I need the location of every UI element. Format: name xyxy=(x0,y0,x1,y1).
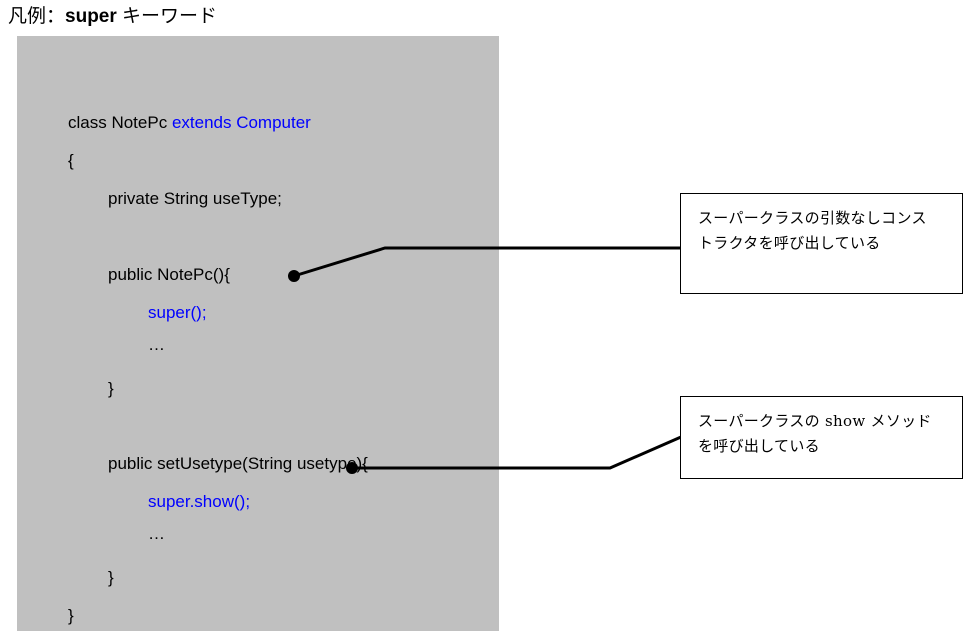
code-token-class-decl: class NotePc xyxy=(68,113,172,132)
title-keyword: super xyxy=(65,6,117,27)
callout-2-line-2: を呼び出している xyxy=(698,437,820,455)
code-line-method-ellipsis: … xyxy=(148,524,165,543)
title-prefix: 凡例： xyxy=(8,6,66,27)
code-line-method-decl: public setUsetype(String usetype){ xyxy=(108,454,368,473)
code-line-super-call: super(); xyxy=(148,303,207,322)
code-line-ctor-close: } xyxy=(108,379,114,398)
code-token-extends-computer: extends Computer xyxy=(171,113,311,132)
callout-super-constructor-text: スーパークラスの引数なしコンス トラクタを呼び出している xyxy=(698,206,954,256)
callout-super-constructor: スーパークラスの引数なしコンス トラクタを呼び出している xyxy=(680,193,963,294)
code-line-class-close: } xyxy=(68,606,74,625)
code-line-field-usetype: private String useType; xyxy=(108,189,282,208)
code-line-ctor-decl: public NotePc(){ xyxy=(108,265,230,284)
callout-super-show: スーパークラスの show メソッド を呼び出している xyxy=(680,396,963,479)
callout-2-line-1: スーパークラスの show メソッド xyxy=(698,409,954,434)
page-title: 凡例：super キーワード xyxy=(8,3,217,31)
callout-1-line-1: スーパークラスの引数なしコンス xyxy=(698,209,927,227)
code-line-super-show-call: super.show(); xyxy=(148,492,251,511)
code-panel: class NotePc extends Computer { private … xyxy=(17,36,499,631)
callout-super-show-text: スーパークラスの show メソッド を呼び出している xyxy=(698,409,954,459)
code-line-method-close: } xyxy=(108,568,114,587)
callout-1-line-2: トラクタを呼び出している xyxy=(698,234,881,252)
title-suffix: キーワード xyxy=(116,6,218,27)
code-line-open-brace: { xyxy=(68,151,74,170)
code-line-ctor-ellipsis: … xyxy=(148,335,165,354)
callout-2-line-1-post: メソッド xyxy=(865,412,932,430)
code-line-class-decl: class NotePc extends Computer xyxy=(68,113,311,133)
callout-2-line-1-pre: スーパークラスの xyxy=(698,412,826,430)
callout-2-method-name: show xyxy=(825,412,866,430)
